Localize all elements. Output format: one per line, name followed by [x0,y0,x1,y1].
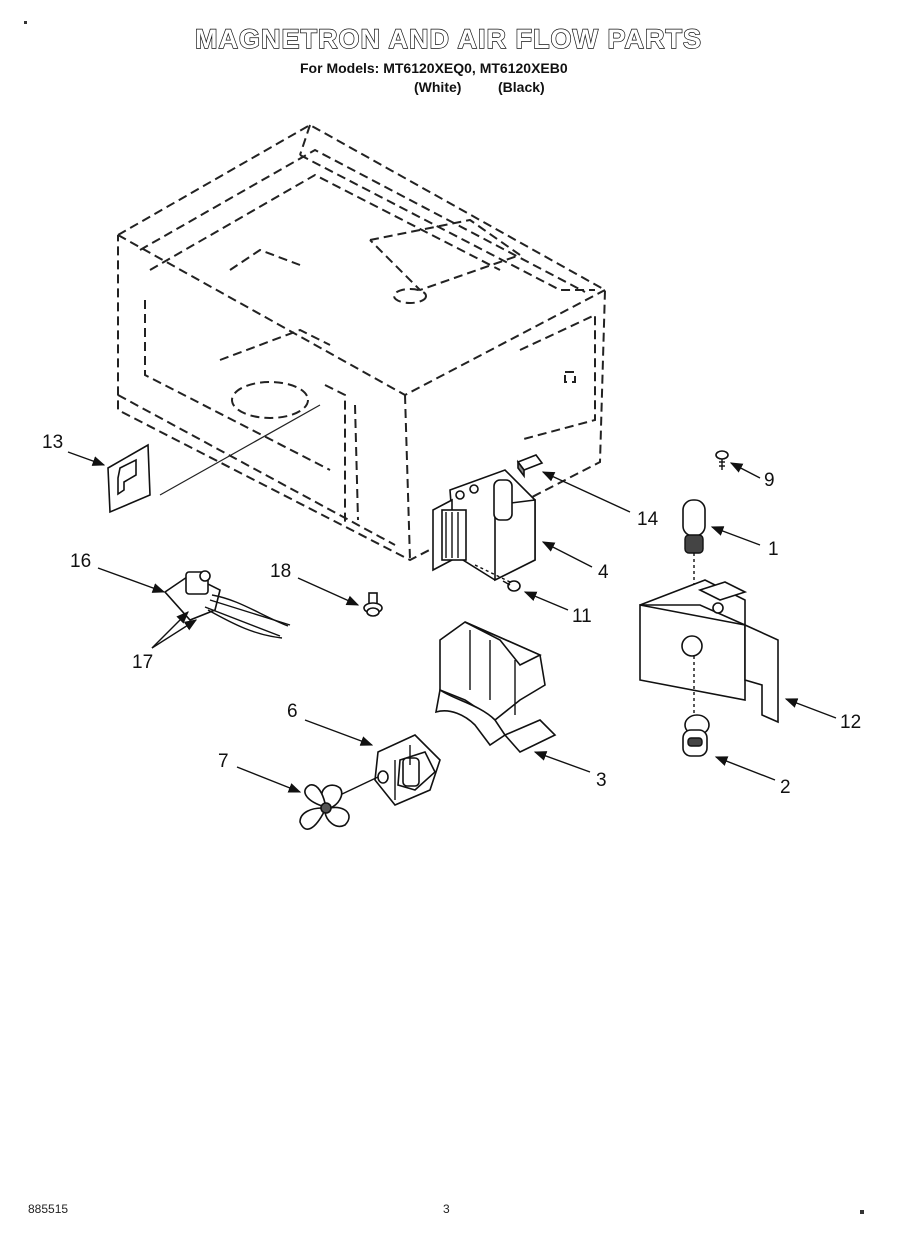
lamp-bulb-part [682,499,706,585]
callout-18: 18 [270,561,291,582]
callout-16: 16 [70,551,91,572]
screw-18-part [363,592,383,617]
callout-1: 1 [768,539,779,560]
callout-labels: 13 14 9 1 4 11 16 18 17 12 6 3 2 7 [42,432,861,798]
callout-3: 3 [596,770,607,791]
thermal-cutout-part [516,454,544,479]
screw-9-part [715,450,729,470]
callout-7: 7 [218,751,229,772]
callout-11: 11 [572,606,592,627]
fan-blade-part [299,784,350,830]
page-number: 3 [443,1202,450,1216]
cover-plate-part [107,443,151,514]
page-title: MAGNETRON AND AIR FLOW PARTS [194,23,702,54]
doc-number: 885515 [28,1202,69,1216]
callout-9: 9 [764,470,775,491]
oven-cavity-outline [117,123,607,562]
fan-motor-part [339,734,441,806]
screw-11-part [474,564,521,592]
callout-13: 13 [42,432,63,453]
color-black-label: (Black) [498,79,545,95]
color-white-label: (White) [414,79,462,95]
lamp-bracket-part [639,579,779,724]
switch-assembly-part [163,570,291,639]
corner-marks [24,21,864,1214]
callout-4: 4 [598,562,609,583]
magnetron-part [432,469,536,582]
lamp-socket-part [682,714,710,757]
callout-14: 14 [637,509,659,530]
callout-2: 2 [780,777,791,798]
callout-17: 17 [132,652,153,673]
air-duct-part [434,621,557,753]
leader-lines [67,451,837,793]
callout-6: 6 [287,701,298,722]
models-line: For Models: MT6120XEQ0, MT6120XEB0 [300,60,568,76]
callout-12: 12 [840,712,861,733]
